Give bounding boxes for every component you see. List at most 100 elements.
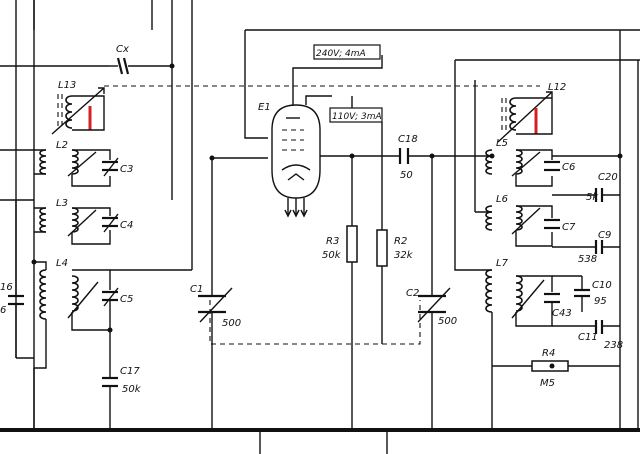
c17-label: C17 <box>120 366 140 377</box>
c3-arrow <box>103 157 119 177</box>
tube-heater <box>287 173 305 181</box>
junction-212 <box>209 155 215 161</box>
c3-label: C3 <box>120 164 133 175</box>
cx-plate-2 <box>122 57 130 75</box>
l6-arrow <box>511 207 541 235</box>
c11-value: 238 <box>604 340 623 351</box>
l4-label: L4 <box>56 258 68 269</box>
r2-body <box>376 229 388 267</box>
c5-arrow <box>103 287 119 307</box>
c1-arrow <box>199 287 233 323</box>
voltage-box-110 <box>329 107 383 123</box>
c20-label: C20 <box>598 172 618 183</box>
l4-wiring <box>34 261 111 369</box>
l5-arrow <box>511 151 541 177</box>
l3-coil-primary <box>39 207 47 233</box>
l2-label: L2 <box>56 140 68 151</box>
l7-arrow <box>511 279 545 319</box>
l12-coil <box>509 97 517 131</box>
e1-label: E1 <box>258 102 271 113</box>
junction-34 <box>31 259 37 265</box>
c20-value: 5k <box>586 192 599 203</box>
junction-r3 <box>349 153 355 159</box>
c9-label: C9 <box>598 230 611 241</box>
junction-552 <box>549 363 555 369</box>
l12-arrowhead <box>546 91 553 98</box>
r3-body <box>346 225 358 263</box>
l6-coil-primary <box>485 205 493 231</box>
l6-wiring <box>475 205 553 247</box>
junction-432 <box>429 153 435 159</box>
r2-value: 32k <box>394 250 414 261</box>
left-bottom-wire <box>16 357 35 430</box>
voltage-box-240 <box>313 44 381 60</box>
c6-label: C6 <box>562 162 575 173</box>
l7-coil-primary <box>485 269 493 313</box>
right-col-455 <box>454 60 492 271</box>
l13-label: L13 <box>58 80 76 91</box>
l12-core <box>501 98 507 134</box>
l3-arrow <box>67 209 97 237</box>
supply-drop-left <box>244 30 268 139</box>
l2-coil-primary <box>39 149 47 175</box>
l3-wiring <box>34 207 111 245</box>
c43-label: C43 <box>552 308 572 319</box>
cx-label: Cx <box>116 44 129 55</box>
junction-620 <box>617 153 623 159</box>
l4-coil-primary <box>39 269 47 320</box>
gang-link-bottom <box>209 300 421 345</box>
c1-value: 500 <box>222 318 241 329</box>
r3-value: 50k <box>322 250 342 261</box>
tube-envelope <box>271 104 321 199</box>
r4-label: R4 <box>542 348 555 359</box>
l5-wiring <box>515 149 620 187</box>
c4-arrow <box>103 213 119 233</box>
c17-value: 50k <box>122 384 142 395</box>
c9-value: 538 <box>578 254 597 265</box>
c2-value: 500 <box>438 316 457 327</box>
l7-coil-secondary <box>515 275 523 312</box>
l4-arrow <box>67 281 99 319</box>
junction-110 <box>107 327 113 333</box>
tube-pin-arrows <box>284 209 308 218</box>
l2-arrow <box>67 151 97 177</box>
tube-grid <box>282 129 304 151</box>
tube-pins <box>287 198 305 214</box>
c16-value-part: 6 <box>0 305 6 316</box>
l7-label: L7 <box>496 258 509 269</box>
l13-arrowhead <box>98 87 105 94</box>
l12-frame <box>516 97 553 135</box>
c10-wiring <box>552 275 583 312</box>
l13-frame <box>72 95 105 131</box>
c16-label-part: 16 <box>0 282 13 293</box>
l2-wiring <box>34 149 111 187</box>
r4-value: M5 <box>540 378 555 389</box>
l3-label: L3 <box>56 198 68 209</box>
r2-label: R2 <box>394 236 407 247</box>
l13-coil <box>65 95 73 129</box>
cx-plate-1 <box>116 57 124 75</box>
junction-172-66 <box>169 63 175 69</box>
c10-value: 95 <box>594 296 607 307</box>
c10-label: C10 <box>592 280 612 291</box>
l4-coil-secondary <box>71 275 79 312</box>
c11-label: C11 <box>578 332 598 343</box>
voltage-label-240: 240V; 4mA <box>316 49 366 59</box>
c1-label: C1 <box>190 284 203 295</box>
l5-coil-primary <box>485 149 493 175</box>
l12-label: L12 <box>548 82 566 93</box>
junction-492 <box>489 153 495 159</box>
c18-label: C18 <box>398 134 418 145</box>
l12-adjust-arrow <box>497 91 553 143</box>
l6-label: L6 <box>496 194 508 205</box>
voltage-label-110: 110V; 3mA <box>332 112 382 122</box>
c7-label: C7 <box>562 222 576 233</box>
tube-cathode <box>281 164 311 171</box>
l5-label: L5 <box>496 138 508 149</box>
c4-label: C4 <box>120 220 133 231</box>
c2-arrow <box>417 287 451 323</box>
c2-label: C2 <box>406 288 419 299</box>
c5-label: C5 <box>120 294 133 305</box>
c18-value: 50 <box>400 170 413 181</box>
